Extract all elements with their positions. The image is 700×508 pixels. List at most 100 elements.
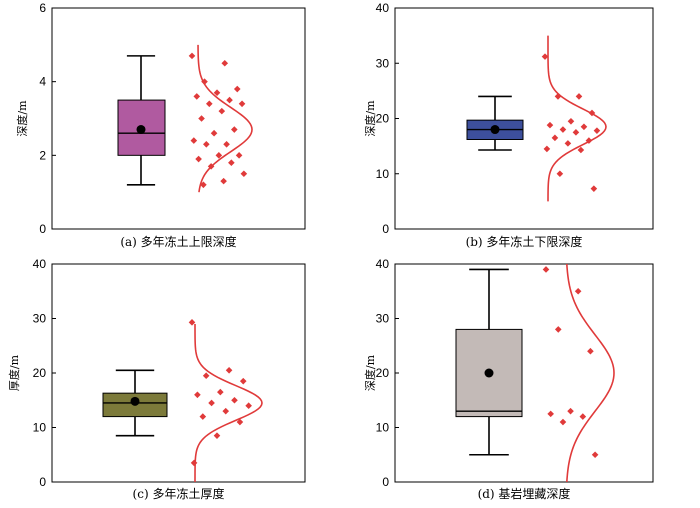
- data-point: [203, 140, 210, 148]
- data-point: [593, 127, 601, 134]
- data-point: [239, 377, 247, 385]
- data-point: [188, 319, 196, 326]
- y-axis-label: 深度/m: [15, 100, 29, 137]
- data-point: [233, 85, 241, 93]
- data-point: [225, 366, 233, 374]
- y-tick-label: 40: [33, 257, 47, 271]
- data-point: [580, 123, 588, 131]
- y-tick-label: 40: [376, 257, 390, 271]
- data-point: [208, 399, 215, 407]
- data-point: [587, 347, 594, 355]
- panel-caption: (b) 多年冻土下限深度: [466, 234, 583, 249]
- data-point: [231, 126, 238, 133]
- y-tick-label: 10: [376, 421, 390, 435]
- data-point: [590, 185, 598, 192]
- data-point: [210, 129, 218, 137]
- y-tick-label: 0: [382, 475, 389, 489]
- data-point: [231, 396, 238, 404]
- box-iqr: [455, 328, 523, 418]
- data-point: [559, 126, 567, 133]
- data-point: [542, 266, 550, 273]
- distribution-curve: [566, 263, 615, 483]
- data-point: [218, 107, 226, 115]
- data-point: [577, 146, 585, 154]
- mean-marker: [490, 125, 500, 135]
- data-point: [195, 155, 202, 163]
- mean-marker: [130, 396, 140, 406]
- data-point: [213, 432, 221, 439]
- y-tick-label: 20: [376, 366, 390, 380]
- panel-caption: (d) 基岩埋藏深度: [478, 486, 571, 501]
- data-point: [202, 372, 210, 380]
- y-tick-label: 4: [39, 75, 46, 89]
- data-point: [188, 52, 196, 60]
- y-tick-label: 30: [33, 312, 47, 326]
- data-point: [245, 402, 252, 409]
- y-tick-label: 20: [376, 112, 390, 126]
- plot-frame: [51, 7, 306, 230]
- data-point: [574, 287, 582, 295]
- data-point: [551, 134, 559, 142]
- mean-marker: [136, 125, 146, 135]
- data-point: [547, 410, 554, 418]
- data-point: [240, 170, 248, 178]
- data-point: [213, 89, 221, 97]
- mean-marker: [484, 368, 494, 378]
- y-axis-label: 厚度/m: [7, 354, 21, 391]
- data-point: [235, 152, 243, 159]
- data-point: [190, 459, 198, 467]
- data-point: [194, 391, 201, 399]
- y-tick-label: 2: [39, 148, 46, 162]
- y-axis-label: 深度/m: [363, 100, 377, 137]
- panel-3: 0 10 20 30 40 厚度/m (c) 多年冻土厚度: [7, 257, 306, 501]
- panel-caption: (c) 多年冻土厚度: [133, 486, 225, 501]
- y-tick-label: 40: [376, 1, 390, 15]
- data-point: [199, 413, 207, 420]
- data-point: [190, 137, 198, 144]
- data-point: [200, 181, 207, 189]
- distribution-curve: [194, 323, 263, 482]
- y-tick-label: 30: [376, 56, 390, 70]
- distribution-curve: [197, 44, 253, 193]
- data-point: [554, 93, 562, 100]
- data-point: [543, 145, 551, 153]
- data-point: [201, 78, 208, 85]
- data-point: [591, 451, 599, 459]
- data-point: [205, 100, 213, 108]
- y-tick-label: 10: [376, 167, 390, 181]
- y-tick-label: 30: [376, 312, 390, 326]
- panel-caption: (a) 多年冻土上限深度: [120, 234, 236, 249]
- data-point: [221, 59, 229, 67]
- y-tick-label: 0: [382, 222, 389, 236]
- plot-frame: [51, 263, 306, 483]
- data-point: [575, 93, 583, 100]
- y-tick-label: 20: [33, 366, 47, 380]
- y-tick-label: 10: [33, 421, 47, 435]
- data-point: [193, 93, 201, 100]
- panel-2: 0 10 20 30 40 深度/m (b) 多年冻土下限深度: [363, 1, 654, 249]
- y-tick-label: 0: [39, 475, 46, 489]
- data-point: [579, 413, 587, 420]
- data-point: [198, 115, 205, 122]
- data-point: [220, 177, 227, 185]
- data-point: [572, 129, 580, 136]
- data-point: [554, 326, 562, 333]
- data-point: [223, 140, 230, 148]
- data-point: [215, 152, 223, 159]
- data-point: [564, 140, 572, 147]
- data-point: [556, 170, 564, 178]
- y-tick-label: 0: [39, 222, 46, 236]
- data-point: [541, 53, 549, 60]
- data-point: [546, 121, 554, 129]
- y-tick-label: 6: [39, 1, 46, 15]
- panel-4: 0 10 20 30 40 深度/m (d) 基岩埋藏深度: [363, 257, 654, 501]
- data-point: [222, 407, 230, 415]
- data-point: [226, 96, 233, 104]
- data-point: [567, 407, 574, 415]
- data-point: [217, 388, 224, 396]
- panel-1: 0 2 4 6 深度/m (a) 多年冻土上限深度: [15, 1, 306, 249]
- data-point: [238, 100, 246, 108]
- y-axis-label: 深度/m: [363, 354, 377, 391]
- data-point: [559, 418, 567, 426]
